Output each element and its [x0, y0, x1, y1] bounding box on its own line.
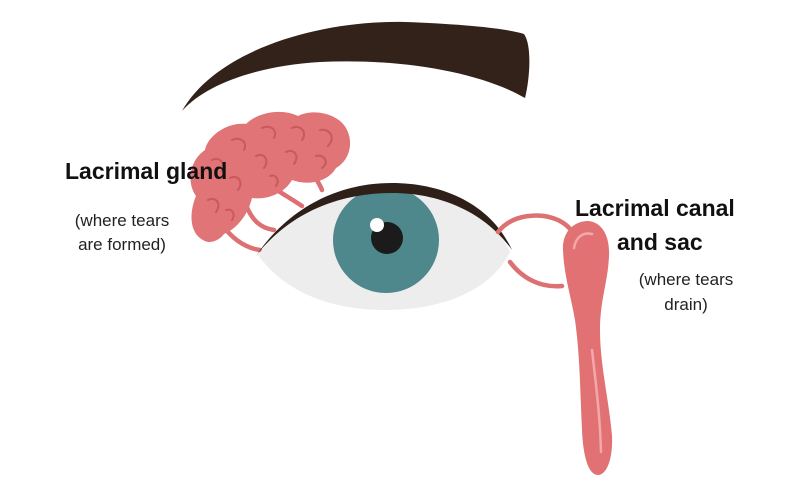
eye — [256, 183, 512, 310]
upper-canaliculus — [495, 213, 575, 235]
lacrimal-canal-description: (where tears — [638, 270, 734, 289]
lacrimal-canal-description: drain) — [664, 295, 708, 314]
lacrimal-gland — [190, 111, 351, 243]
lacrimal-canal-and-sac — [562, 221, 613, 475]
lacrimal-sac-body — [562, 221, 613, 475]
lacrimal-canal-title: Lacrimal canal — [575, 195, 735, 221]
lacrimal-gland-description: (where tears — [74, 211, 170, 230]
lacrimal-gland-title: Lacrimal gland — [65, 158, 228, 184]
lacrimal-canaliculi — [495, 213, 575, 289]
upper-eyelid — [256, 183, 512, 256]
lower-canaliculus — [507, 259, 565, 289]
eyebrow — [182, 21, 530, 111]
gland-duct — [243, 202, 277, 233]
lacrimal-sac-highlight — [572, 232, 603, 454]
eye-highlight — [370, 218, 384, 232]
lacrimal-canal-title: and sac — [617, 229, 703, 255]
lacrimal-gland-description: are formed) — [78, 235, 166, 254]
